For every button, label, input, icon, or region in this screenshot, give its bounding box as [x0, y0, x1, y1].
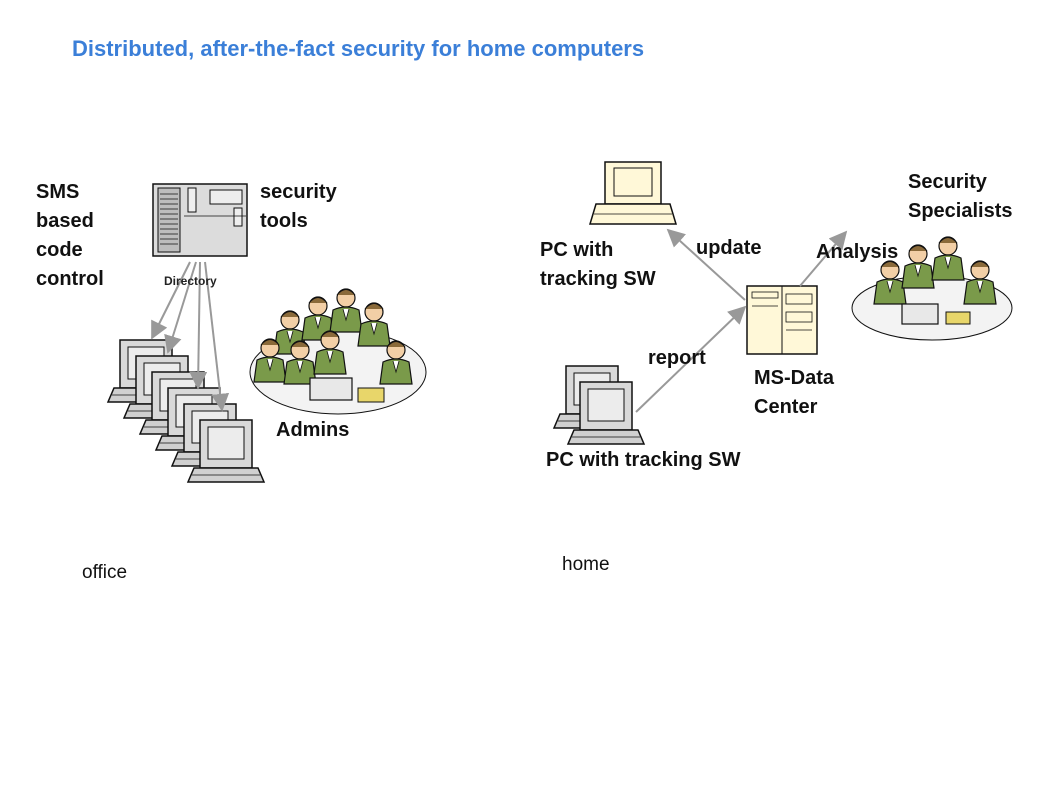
update-label: update: [696, 237, 762, 259]
security-specialists-icon: [851, 236, 1013, 341]
ms-data-center-label: MS-Data Center: [754, 367, 835, 418]
analysis-arrow: [799, 230, 848, 287]
admins-label: Admins: [276, 419, 350, 441]
report-arrow: [635, 305, 747, 413]
directory-arrows: [151, 261, 230, 412]
pc-top-label: PC with tracking SW: [540, 239, 656, 290]
home-arrows: [635, 228, 848, 413]
pc-bottom-label: PC with tracking SW: [546, 449, 741, 471]
directory-label: Directory: [164, 274, 217, 288]
page-title: Distributed, after-the-fact security for…: [72, 36, 645, 61]
office-region-label: office: [82, 562, 128, 583]
home-pc-top-icon: [588, 161, 678, 225]
admins-group-icon: [249, 288, 427, 415]
office-pc-stack-icon: [107, 339, 265, 483]
update-arrow: [666, 228, 746, 301]
ms-data-center-icon: [746, 285, 818, 355]
security-specialists-label: Security Specialists: [908, 171, 1013, 222]
sms-label: SMS based code control: [36, 181, 104, 290]
directory-server-icon: [152, 183, 248, 257]
analysis-label: Analysis: [816, 241, 899, 263]
home-pc-bottom-icon: [553, 365, 645, 445]
security-tools-label: security tools: [260, 181, 337, 232]
report-label: report: [648, 347, 706, 369]
home-region-label: home: [562, 554, 610, 575]
